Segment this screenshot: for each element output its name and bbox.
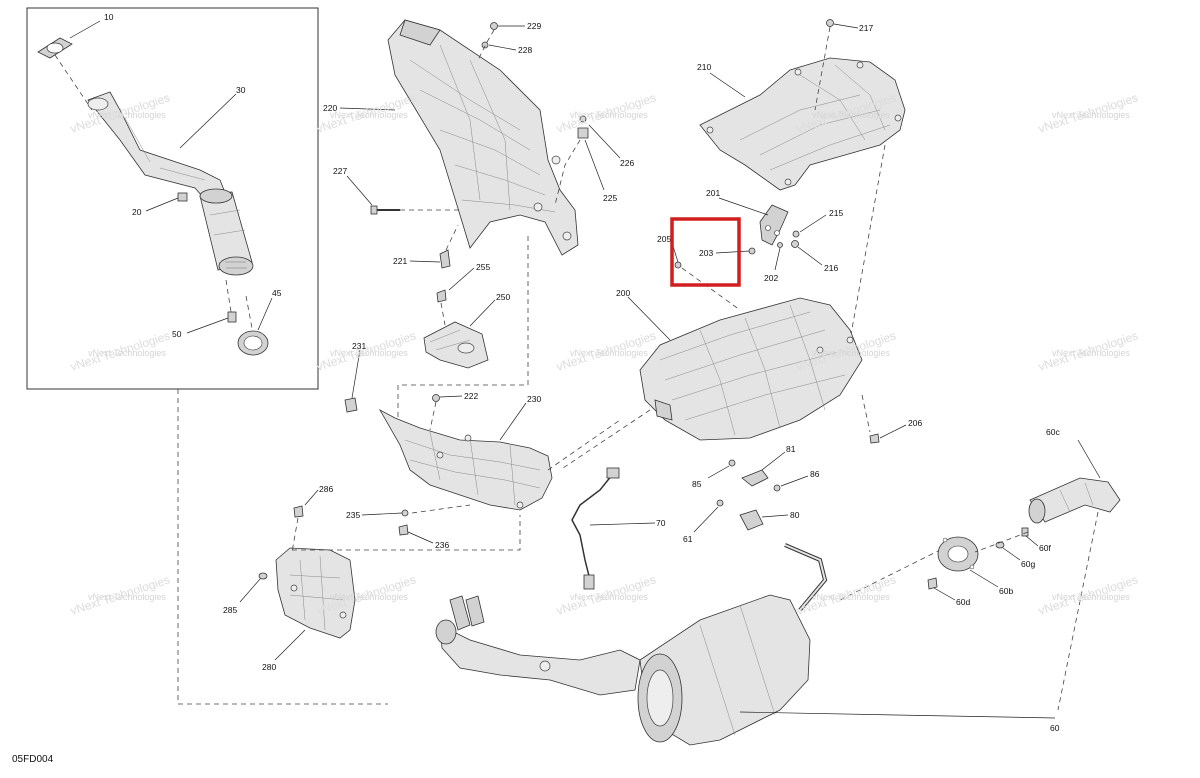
callout-229: 229 [527,21,541,31]
svg-text:vNext Technologies: vNext Technologies [570,110,648,120]
heat-shield-200 [639,297,863,441]
svg-text:vNext Technologies: vNext Technologies [330,110,408,120]
svg-text:vNext Technologies: vNext Technologies [330,348,408,358]
callout-210: 210 [697,62,711,72]
heat-shield-280 [275,547,356,639]
callout-61: 61 [683,534,693,544]
callout-231: 231 [352,341,366,351]
callout-60g: 60g [1021,559,1035,569]
heat-shield-210 [699,57,906,191]
callout-60c: 60c [1046,427,1060,437]
callout-60f: 60f [1039,543,1051,553]
callout-227: 227 [333,166,347,176]
callout-217: 217 [859,23,873,33]
callout-236: 236 [435,540,449,550]
callout-228: 228 [518,45,532,55]
heat-shield-220 [387,19,579,256]
svg-text:vNext Technologies: vNext Technologies [1052,110,1130,120]
inset-detail: 10 30 20 45 50 [26,7,319,390]
svg-text:vNext Technologies: vNext Technologies [570,592,648,602]
callout-20: 20 [132,207,142,217]
svg-text:vNext Technologies: vNext Technologies [812,110,890,120]
callout-206: 206 [908,418,922,428]
callout-235: 235 [346,510,360,520]
callout-250: 250 [496,292,510,302]
callout-200: 200 [616,288,630,298]
callout-255: 255 [476,262,490,272]
callout-205: 205 [657,234,671,244]
callout-226: 226 [620,158,634,168]
callout-81: 81 [786,444,796,454]
callout-280: 280 [262,662,276,672]
svg-text:vNext Technologies: vNext Technologies [812,592,890,602]
callout-60: 60 [1050,723,1060,733]
callout-216: 216 [824,263,838,273]
callout-30: 30 [236,85,246,95]
watermark-layer: vNext Technologies vNext Technologies vN… [69,90,1140,617]
callout-220: 220 [323,103,337,113]
svg-text:vNext Technologies: vNext Technologies [88,110,166,120]
callout-203: 203 [699,248,713,258]
callout-80: 80 [790,510,800,520]
callout-86: 86 [810,469,820,479]
callout-215: 215 [829,208,843,218]
svg-text:vNext Technologies: vNext Technologies [570,348,648,358]
callout-225: 225 [603,193,617,203]
svg-text:vNext Technologies: vNext Technologies [88,348,166,358]
tailpipe-60c [1028,477,1121,524]
callout-221: 221 [393,256,407,266]
svg-text:vNext Technologies: vNext Technologies [330,592,408,602]
diagram-code: 05FD004 [12,754,54,765]
callout-201: 201 [706,188,720,198]
heat-shield-230 [378,408,553,511]
callout-230: 230 [527,394,541,404]
svg-text:vNext Technologies: vNext Technologies [1052,592,1130,602]
callout-85: 85 [692,479,702,489]
callout-60d: 60d [956,597,970,607]
callout-45: 45 [272,288,282,298]
svg-text:vNext Technologies: vNext Technologies [1052,348,1130,358]
muffler-60 [435,543,828,746]
callout-70: 70 [656,518,666,528]
callout-286: 286 [319,484,333,494]
flange-60b [937,536,979,572]
callout-50: 50 [172,329,182,339]
callout-202: 202 [764,273,778,283]
callout-285: 285 [223,605,237,615]
highlight-box-203 [670,217,741,287]
callout-222: 222 [464,391,478,401]
svg-text:vNext Technologies: vNext Technologies [812,348,890,358]
callout-10: 10 [104,12,114,22]
svg-text:vNext Technologies: vNext Technologies [88,592,166,602]
callout-60b: 60b [999,586,1013,596]
